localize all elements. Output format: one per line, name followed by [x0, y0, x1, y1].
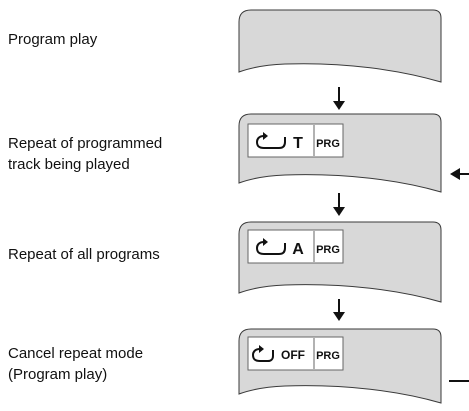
label-line: Repeat of all programs — [8, 246, 160, 263]
indicator-symbol: T — [293, 135, 303, 152]
loop-back-arrow — [450, 168, 469, 180]
step-label-repeat-all: Repeat of all programs — [8, 244, 160, 265]
indicator-repeat-all: A PRG — [247, 229, 344, 264]
display-panel-program-play — [238, 9, 442, 83]
indicator-symbol: OFF — [281, 348, 305, 362]
indicator-tag: PRG — [316, 350, 340, 362]
arrow-down-icon — [333, 193, 345, 216]
label-line: Cancel repeat mode — [8, 345, 144, 362]
indicator-tag: PRG — [316, 138, 340, 150]
label-line: Repeat of programmed — [8, 135, 163, 152]
arrow-down-icon — [333, 299, 345, 321]
indicator-repeat-track: T PRG — [247, 123, 344, 158]
indicator-symbol: A — [292, 241, 304, 258]
label-line: track being played — [8, 156, 130, 173]
repeat-icon — [255, 238, 286, 255]
arrow-down-icon — [333, 87, 345, 110]
repeat-icon — [255, 132, 286, 149]
label-line: Program play — [8, 31, 98, 48]
step-label-cancel-repeat: Cancel repeat mode (Program play) — [8, 343, 143, 385]
indicator-cancel-repeat: OFF PRG — [247, 336, 344, 371]
label-line: (Program play) — [8, 366, 108, 383]
repeat-icon — [251, 345, 274, 362]
step-label-program-play: Program play — [8, 29, 97, 50]
step-label-repeat-track: Repeat of programmed track being played — [8, 133, 162, 175]
indicator-tag: PRG — [316, 244, 340, 256]
